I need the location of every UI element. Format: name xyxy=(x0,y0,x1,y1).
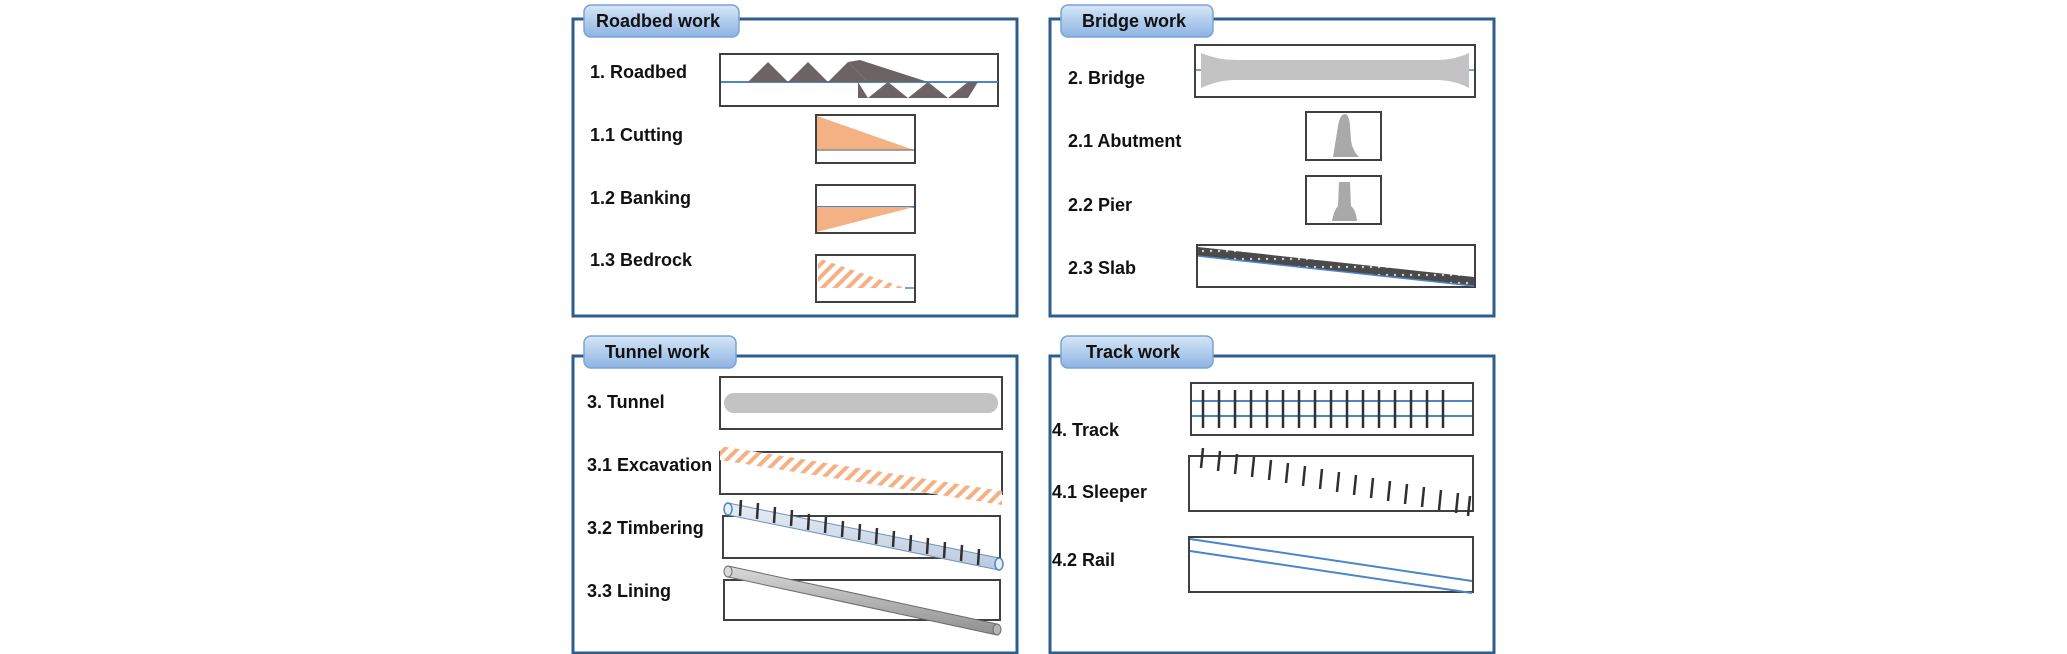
item-label-roadbed: 1. Roadbed xyxy=(590,62,687,82)
banking-icon xyxy=(815,184,916,234)
timbering-ribs xyxy=(738,499,981,566)
panel-roadbed: Roadbed work 1. Roadbed 1.1 Cutting 1.2 … xyxy=(571,4,1019,318)
panel-title: Roadbed work xyxy=(596,11,721,31)
tab-roadbed: Roadbed work xyxy=(583,4,740,38)
item-label-track: 4. Track xyxy=(1052,420,1120,440)
abutment-icon xyxy=(1305,111,1382,161)
item-label-tunnel: 3. Tunnel xyxy=(587,392,665,412)
tab-tunnel: Tunnel work xyxy=(583,335,737,369)
sleeper-ticks xyxy=(1199,447,1472,517)
bridge-icon xyxy=(1194,44,1476,98)
panel-track: Track work 4. Track xyxy=(1048,335,1496,654)
tab-track: Track work xyxy=(1060,335,1214,369)
cutting-icon xyxy=(815,114,916,164)
panel-bridge: Bridge work 2. Bridge 2.1 Abutment 2.2 P… xyxy=(1048,4,1496,318)
track-sleepers xyxy=(1201,390,1445,428)
item-label-bridge: 2. Bridge xyxy=(1068,68,1145,88)
sleeper-icon xyxy=(1188,447,1474,517)
tab-bridge: Bridge work xyxy=(1060,4,1214,38)
rail-icon xyxy=(1188,536,1474,594)
panel-title: Tunnel work xyxy=(605,342,711,362)
item-label-cutting: 1.1 Cutting xyxy=(590,125,683,145)
lining-icon xyxy=(723,565,1002,636)
item-label-timbering: 3.2 Timbering xyxy=(587,518,704,538)
panel-title: Bridge work xyxy=(1082,11,1187,31)
item-label-sleeper: 4.1 Sleeper xyxy=(1052,482,1147,502)
timbering-icon xyxy=(722,499,1004,571)
item-label-excavation: 3.1 Excavation xyxy=(587,455,712,475)
excavation-icon xyxy=(719,446,1003,505)
tunnel-icon xyxy=(719,376,1003,430)
item-label-banking: 1.2 Banking xyxy=(590,188,691,208)
roadbed-icon xyxy=(719,53,999,107)
item-label-abutment: 2.1 Abutment xyxy=(1068,131,1181,151)
track-icon xyxy=(1190,382,1474,436)
item-label-bedrock: 1.3 Bedrock xyxy=(590,250,693,270)
item-label-lining: 3.3 Lining xyxy=(587,581,671,601)
item-label-pier: 2.2 Pier xyxy=(1068,195,1132,215)
panel-title: Track work xyxy=(1086,342,1181,362)
pier-icon xyxy=(1305,175,1382,225)
item-label-rail: 4.2 Rail xyxy=(1052,550,1115,570)
slab-icon xyxy=(1196,244,1476,288)
panel-tunnel: Tunnel work 3. Tunnel 3.1 Excavation 3.2… xyxy=(571,335,1019,654)
item-label-slab: 2.3 Slab xyxy=(1068,258,1136,278)
bedrock-icon xyxy=(815,254,916,303)
